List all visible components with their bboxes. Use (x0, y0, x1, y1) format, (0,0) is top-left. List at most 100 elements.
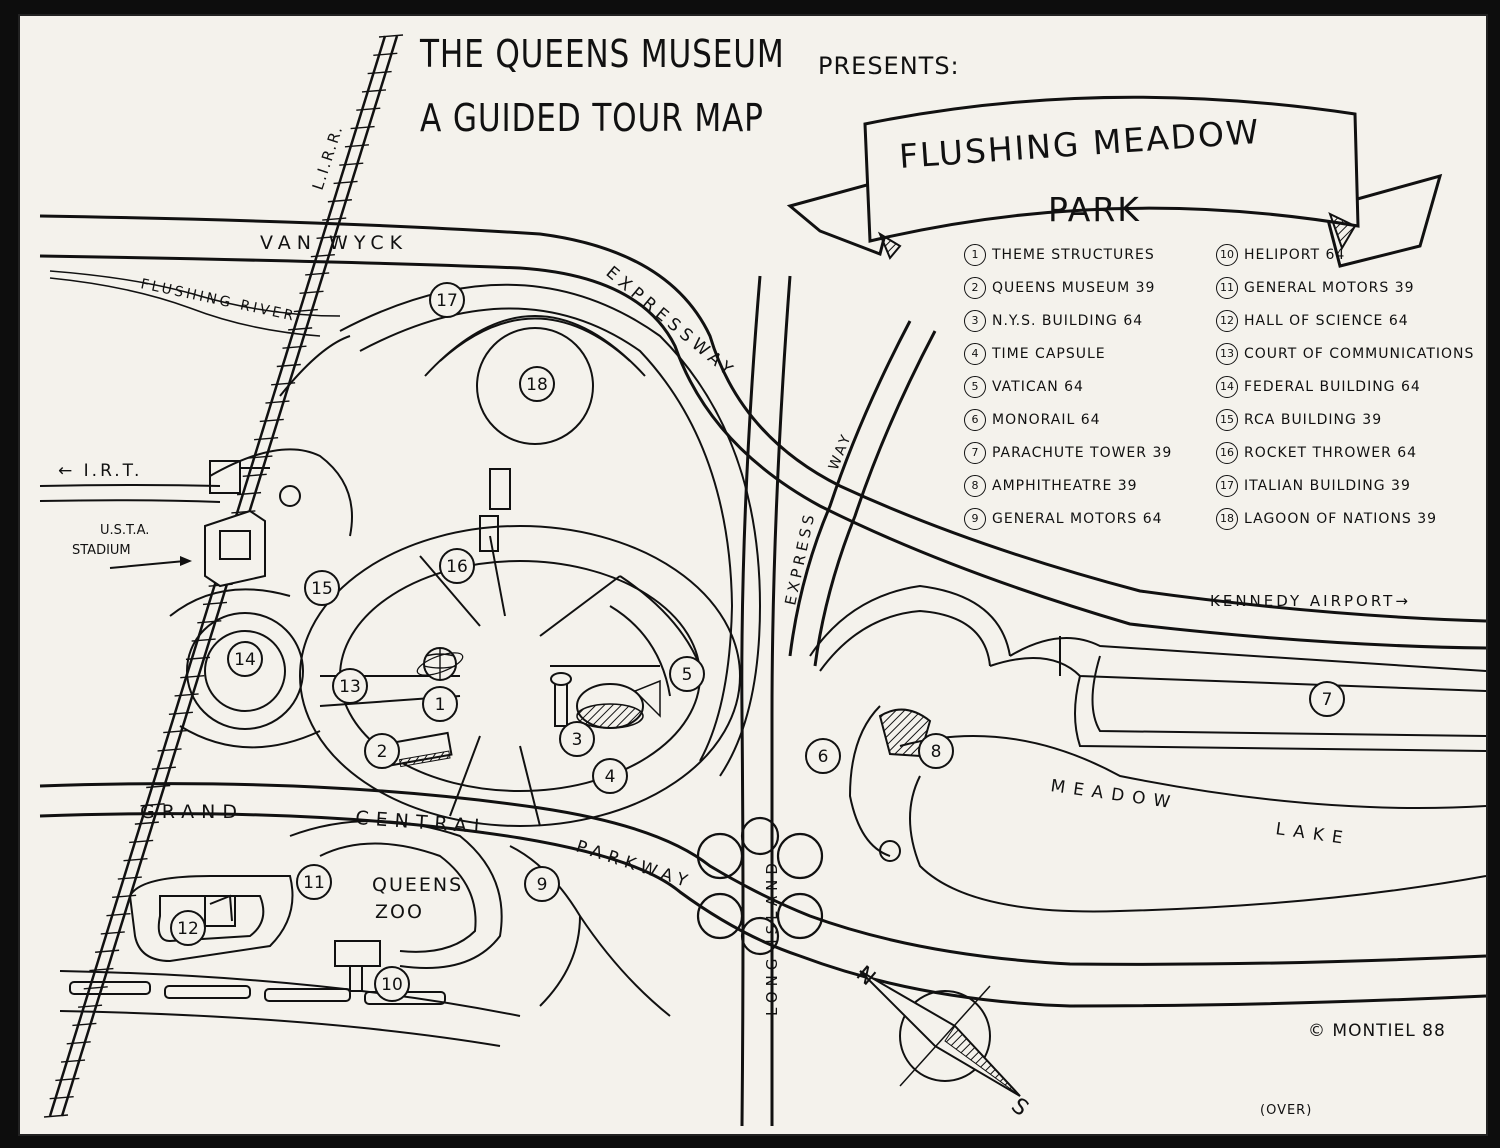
cloverleaf-interchange (696, 816, 824, 956)
rail-tie (185, 656, 211, 661)
unisphere-icon (416, 647, 464, 681)
express-label: EXPRESS (781, 509, 819, 606)
flushing-river: FLUSHING RIVER (49, 270, 341, 337)
queens-museum-building (387, 731, 453, 768)
legend-number: 16 (1216, 442, 1238, 464)
rail-tie (299, 290, 324, 294)
map-marker-15: 15 (304, 570, 340, 606)
marker-circle (918, 733, 954, 769)
rail-tie (117, 876, 142, 880)
legend-label: RCA BUILDING 39 (1244, 412, 1383, 428)
irt-line: ← I.R.T. (39, 460, 270, 503)
rail-tie (356, 107, 381, 111)
marker-number: 6 (818, 747, 829, 767)
map-marker-9: 9 (524, 866, 560, 902)
rail-tie (112, 894, 137, 899)
rail-tie (123, 858, 148, 862)
rail-tie (72, 1022, 97, 1027)
artist-credit: © MONTIEL 88 (1308, 1021, 1446, 1041)
marker-circle (422, 686, 458, 722)
marker-number: 14 (234, 650, 256, 670)
legend-label: N.Y.S. BUILDING 64 (992, 313, 1144, 329)
rail-tie (310, 253, 335, 258)
marker-number: 2 (377, 742, 388, 762)
legend-label: THEME STRUCTURES (992, 247, 1155, 263)
legend-label: LAGOON OF NATIONS 39 (1244, 511, 1438, 527)
legend-number: 17 (1216, 475, 1238, 497)
rail-tie (373, 52, 398, 57)
rail-tie (55, 1077, 80, 1082)
rail-tie (265, 400, 290, 404)
nys-building (550, 672, 661, 729)
legend-item: 15 RCA BUILDING 39 (1216, 409, 1382, 431)
marker-number: 13 (339, 677, 361, 697)
usta-label-1: U.S.T.A. (100, 523, 149, 538)
rail-tie (322, 217, 347, 221)
rail-tie (129, 839, 154, 844)
legend-label: HALL OF SCIENCE 64 (1244, 313, 1409, 329)
marker-number: 16 (446, 557, 468, 577)
rail-tie (339, 162, 364, 166)
marker-number: 15 (311, 579, 333, 599)
legend-number: 11 (1216, 277, 1238, 299)
compass-icon: N S (851, 961, 1033, 1121)
park-name-banner: FLUSHING MEADOW PARK (786, 95, 1443, 268)
marker-circle (227, 641, 263, 677)
marker-circle (524, 866, 560, 902)
header-title: THE QUEENS MUSEUM (420, 32, 785, 76)
marker-circle (364, 733, 400, 769)
marker-circle (669, 656, 705, 692)
usta-stadium: U.S.T.A. STADIUM (72, 509, 266, 588)
map-marker-11: 11 (296, 864, 332, 900)
park-paths (59, 283, 1486, 1047)
legend-number: 18 (1216, 508, 1238, 530)
marker-circle (559, 721, 595, 757)
over-note: (OVER) (1260, 1103, 1312, 1118)
marker-circle (332, 668, 368, 704)
lake-label: LAKE (1274, 819, 1351, 849)
legend-item: 18 LAGOON OF NATIONS 39 (1216, 508, 1437, 530)
legend-number: 13 (1216, 343, 1238, 365)
legend-label: QUEENS MUSEUM 39 (992, 280, 1156, 296)
marker-circle (304, 570, 340, 606)
legend-number: 8 (964, 475, 986, 497)
legend-label: HELIPORT 64 (1244, 247, 1346, 263)
legend-label: GENERAL MOTORS 39 (1244, 280, 1415, 296)
legend-label: COURT OF COMMUNICATIONS (1244, 346, 1475, 362)
legend-item: 10 HELIPORT 64 (1216, 244, 1345, 266)
rail-tie (361, 89, 387, 93)
marker-circle (519, 366, 555, 402)
legend-number: 2 (964, 277, 986, 299)
rail-tie (254, 437, 279, 441)
marker-number: 8 (931, 742, 942, 762)
legend-number: 10 (1216, 244, 1238, 266)
marker-number: 3 (572, 730, 583, 750)
rail-tie (60, 1059, 86, 1063)
legend-label: TIME CAPSULE (992, 346, 1106, 362)
rail-tie (89, 967, 114, 972)
marker-circle (170, 910, 206, 946)
rail-tie (293, 308, 318, 313)
map-marker-12: 12 (170, 910, 206, 946)
map-marker-13: 13 (332, 668, 368, 704)
marker-number: 10 (381, 975, 403, 995)
legend-number: 15 (1216, 409, 1238, 431)
map-marker-5: 5 (669, 656, 705, 692)
marker-number: 11 (303, 873, 325, 893)
kennedy-airport-label: KENNEDY AIRPORT→ (1210, 592, 1411, 610)
marker-number: 9 (537, 875, 548, 895)
legend-number: 4 (964, 343, 986, 365)
queens-zoo-label-1: QUEENS (372, 874, 463, 896)
rail-tie (282, 345, 307, 349)
map-marker-6: 6 (805, 738, 841, 774)
map-marker-8: 8 (918, 733, 954, 769)
heliport-building (334, 940, 381, 992)
marker-circle (805, 738, 841, 774)
rail-tie (333, 180, 358, 185)
rail-tie (100, 931, 125, 935)
legend-label: ITALIAN BUILDING 39 (1244, 478, 1411, 494)
